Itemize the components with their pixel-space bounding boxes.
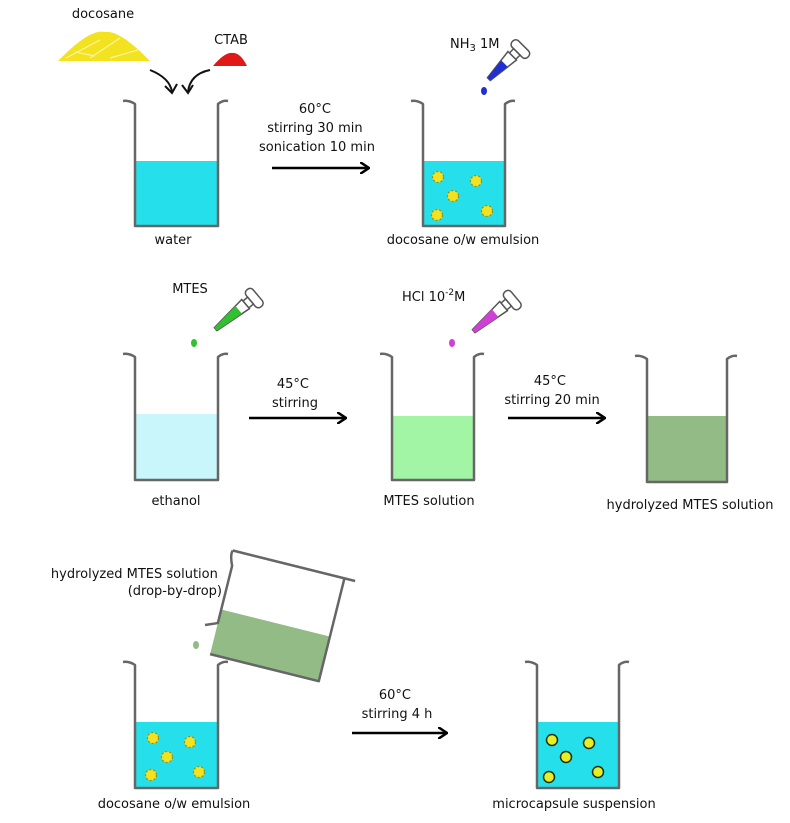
hcl-drop — [449, 339, 455, 347]
docosane-powder-icon — [58, 31, 150, 61]
water-label: water — [154, 233, 192, 248]
mtes-solution-liquid — [392, 416, 474, 480]
step1-temp: 60°C — [299, 102, 331, 117]
mtes-label: MTES — [172, 282, 208, 297]
nh3-dropper-icon — [486, 39, 531, 82]
beaker-ethanol — [122, 352, 229, 482]
suspension-label: microcapsule suspension — [492, 797, 655, 812]
pouring-beaker — [204, 549, 356, 683]
step2-temp: 45°C — [277, 377, 309, 392]
beaker-emulsion — [410, 99, 516, 228]
nh3-drop — [481, 87, 487, 95]
step1-sonication: sonication 10 min — [259, 140, 375, 155]
pouring-liquid — [210, 609, 330, 682]
step-conditions-2: 45°C stirring — [272, 377, 318, 411]
ethanol-liquid — [135, 414, 218, 480]
step-conditions-3: 45°C stirring 20 min — [504, 374, 599, 408]
step3-temp: 45°C — [534, 374, 566, 389]
ctab-powder-icon — [213, 52, 247, 66]
step-conditions-1: 60°C stirring 30 min sonication 10 min — [259, 102, 375, 155]
water-liquid — [135, 161, 218, 226]
mtes-drop — [191, 339, 197, 347]
beaker-mtes-solution — [379, 352, 485, 482]
mtes-solution-label: MTES solution — [383, 494, 474, 509]
nh3-label: NH3 1M — [450, 37, 500, 54]
mtes-dropper-icon — [213, 287, 264, 332]
beaker-emulsion-2 — [122, 660, 229, 790]
step4-temp: 60°C — [379, 688, 411, 703]
docosane-droplets — [430, 170, 494, 222]
pour-label: hydrolyzed MTES solution (drop-by-drop) — [51, 567, 222, 599]
step-conditions-4: 60°C stirring 4 h — [362, 688, 433, 722]
pour-label-line1: hydrolyzed MTES solution — [51, 567, 218, 582]
hcl-label: HCl 10-2M — [402, 288, 465, 305]
beaker-hydrolyzed — [634, 354, 738, 484]
ethanol-label: ethanol — [151, 494, 200, 509]
step3-stirring: stirring 20 min — [504, 393, 599, 408]
step1-stirring: stirring 30 min — [267, 121, 362, 136]
beaker-microcapsules — [524, 660, 630, 790]
pour-drop — [193, 641, 199, 649]
addition-arrows — [149, 69, 211, 95]
hydrolyzed-label: hydrolyzed MTES solution — [607, 498, 774, 513]
hydrolyzed-liquid — [647, 416, 727, 482]
emulsion-label-1: docosane o/w emulsion — [387, 233, 540, 248]
docosane-label: docosane — [72, 7, 134, 22]
emulsion-label-2: docosane o/w emulsion — [98, 797, 251, 812]
hcl-dropper-icon — [471, 289, 522, 334]
docosane-droplets-2 — [144, 731, 206, 782]
step2-stirring: stirring — [272, 396, 318, 411]
ctab-label: CTAB — [214, 33, 248, 48]
beaker-water — [122, 99, 229, 228]
microcapsules — [542, 733, 605, 784]
step4-stirring: stirring 4 h — [362, 707, 433, 722]
pour-label-line2: (drop-by-drop) — [128, 584, 222, 599]
